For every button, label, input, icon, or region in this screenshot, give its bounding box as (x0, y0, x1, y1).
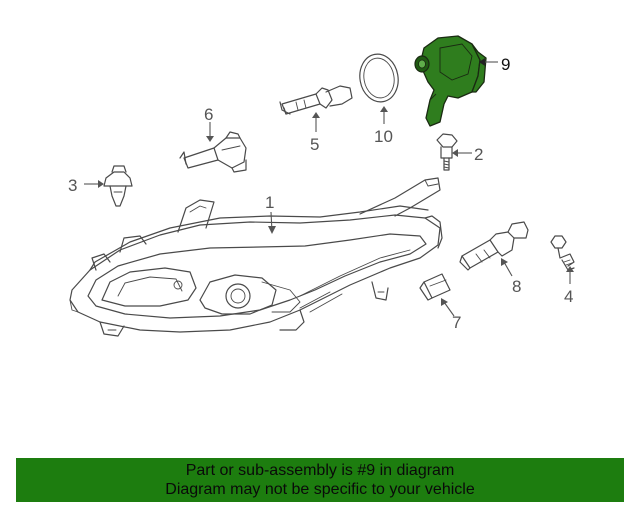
leader-1-arrowhead (268, 226, 276, 234)
leader-5-arrowhead (312, 112, 320, 118)
callout-2[interactable]: 2 (474, 145, 483, 164)
banner-line-1: Part or sub-assembly is #9 in diagram (185, 462, 455, 479)
banner-line-2: Diagram may not be specific to your vehi… (165, 481, 475, 498)
part-7-bulb[interactable] (419, 273, 451, 301)
part-5-bulb[interactable] (279, 85, 353, 115)
callout-7[interactable]: 7 (452, 313, 461, 332)
callout-8[interactable]: 8 (512, 277, 521, 296)
leader-4-arrowhead (566, 266, 574, 272)
leader-3-arrowhead (98, 180, 104, 188)
callout-3[interactable]: 3 (68, 176, 77, 195)
leader-10-arrowhead (380, 106, 388, 112)
info-banner: Part or sub-assembly is #9 in diagram Di… (16, 458, 624, 502)
callout-10[interactable]: 10 (374, 127, 393, 146)
part-2-bolt[interactable] (436, 133, 458, 171)
parts-diagram: 1 2 3 4 5 (68, 35, 575, 337)
part-8-bulb[interactable] (459, 221, 529, 271)
part-10-gasket[interactable] (356, 51, 402, 105)
leader-8 (503, 261, 513, 277)
leader-7-arrowhead (441, 298, 448, 306)
leader-7 (443, 301, 455, 317)
part-1-headlamp-assembly[interactable] (69, 177, 443, 337)
part-9-bulb-cover[interactable] (414, 35, 487, 127)
leader-2-arrowhead (452, 149, 458, 157)
leader-9-arrowhead (479, 58, 485, 66)
part-4-screw[interactable] (550, 235, 575, 271)
callout-6[interactable]: 6 (204, 105, 213, 124)
part-6-bulb[interactable] (179, 131, 247, 173)
callout-4[interactable]: 4 (564, 287, 573, 306)
leader-6-arrowhead (206, 136, 214, 142)
leader-8-arrowhead (501, 258, 508, 266)
callout-9[interactable]: 9 (501, 55, 510, 74)
part-3-clip[interactable] (103, 165, 133, 207)
callout-1[interactable]: 1 (265, 193, 274, 212)
callout-5[interactable]: 5 (310, 135, 319, 154)
